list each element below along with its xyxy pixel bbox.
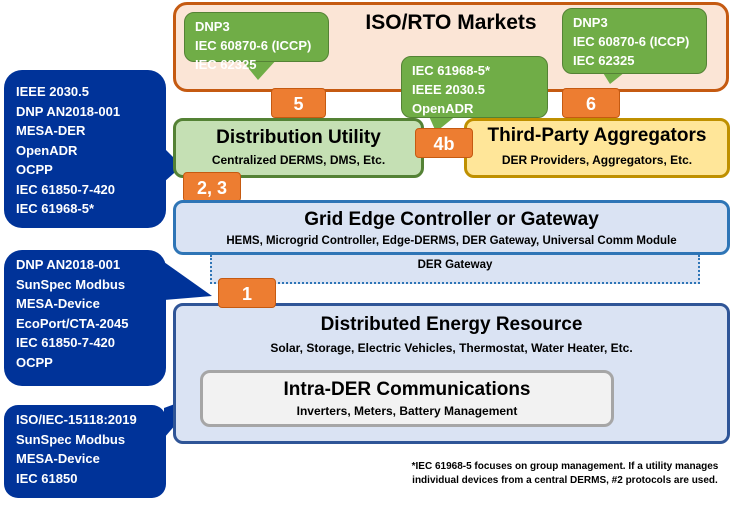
third-party-aggregators-box: Third-Party Aggregators DER Providers, A… — [464, 118, 730, 178]
callout-2-3: IEEE 2030.5 DNP AN2018-001 MESA-DER Open… — [4, 70, 166, 228]
protocol-item: IEC 61968-5* — [412, 63, 491, 78]
protocol-item: SunSpec Modbus — [16, 276, 126, 292]
callout-1: DNP AN2018-001 SunSpec Modbus MESA-Devic… — [4, 250, 166, 386]
badge-4b: 4b — [415, 128, 473, 158]
intra-der-subtitle: Inverters, Meters, Battery Management — [296, 404, 518, 418]
protocol-item: IEC 61850-7-420 — [16, 335, 116, 350]
der-gateway-label: DER Gateway — [417, 259, 493, 271]
third-party-subtitle: DER Providers, Aggregators, Etc. — [501, 153, 693, 167]
protocol-item: MESA-Device — [16, 296, 100, 311]
protocol-item: IEEE 2030.5 — [412, 82, 485, 97]
protocol-item: SunSpec Modbus — [16, 431, 126, 447]
protocol-item: ISO/IEC-15118:2019 — [16, 412, 137, 427]
footnote-line: individual devices from a central DERMS,… — [412, 475, 718, 486]
protocol-item: IEC 62325 — [573, 53, 635, 68]
pointer-5 — [240, 58, 278, 80]
protocol-item: OpenADR — [412, 101, 474, 116]
protocol-item: OpenADR — [16, 142, 78, 158]
pointer-4b — [428, 114, 458, 132]
protocol-item: MESA-DER — [16, 123, 86, 138]
der-subtitle: Solar, Storage, Electric Vehicles, Therm… — [270, 341, 633, 355]
protocol-item: DNP3 — [573, 15, 608, 30]
der-title: Distributed Energy Resource — [320, 314, 583, 335]
badge-2-3: 2, 3 — [183, 172, 241, 202]
protocol-item: IEC 60870-6 (ICCP) — [573, 34, 690, 49]
pointer-1 — [164, 262, 212, 300]
protocol-item: IEC 60870-6 (ICCP) — [195, 38, 312, 53]
footnote: *IEC 61968-5 focuses on group management… — [390, 460, 740, 488]
protocol-item: DNP3 — [195, 19, 230, 34]
protocol-item: IEC 61850 — [16, 470, 78, 486]
callout-4b: IEC 61968-5* IEEE 2030.5 OpenADR — [401, 56, 548, 118]
der-gateway-box: DER Gateway — [210, 255, 700, 284]
protocol-item: EcoPort/CTA-2045 — [16, 315, 129, 331]
protocol-item: IEC 61850-7-420 — [16, 181, 116, 197]
callout-6: DNP3 IEC 60870-6 (ICCP) IEC 62325 — [562, 8, 707, 74]
grid-edge-controller-box: Grid Edge Controller or Gateway HEMS, Mi… — [173, 200, 730, 255]
protocol-item: DNP AN2018-001 — [16, 103, 121, 119]
protocol-item: IEC 61968-5* — [16, 201, 95, 216]
protocol-item: IEC 62325 — [195, 57, 257, 72]
grid-edge-subtitle: HEMS, Microgrid Controller, Edge-DERMS, … — [226, 235, 677, 247]
distribution-utility-box: Distribution Utility Centralized DERMS, … — [173, 118, 424, 178]
intra-der-title: Intra-DER Communications — [283, 379, 531, 400]
protocol-item: MESA-Device — [16, 451, 100, 466]
distribution-utility-subtitle: Centralized DERMS, DMS, Etc. — [211, 153, 386, 167]
protocol-item: OCPP — [16, 162, 53, 177]
iso-rto-title: ISO/RTO Markets — [365, 11, 537, 34]
badge-1: 1 — [218, 278, 276, 308]
intra-der-communications-box: Intra-DER Communications Inverters, Mete… — [200, 370, 614, 427]
badge-6: 6 — [562, 88, 620, 118]
callout-5: DNP3 IEC 60870-6 (ICCP) IEC 62325 — [184, 12, 329, 72]
footnote-line: *IEC 61968-5 focuses on group management… — [411, 461, 719, 472]
badge-5: 5 — [271, 88, 326, 118]
protocol-item: DNP AN2018-001 — [16, 257, 121, 272]
callout-intra-der: ISO/IEC-15118:2019 SunSpec Modbus MESA-D… — [4, 405, 166, 498]
protocol-item: IEEE 2030.5 — [16, 84, 89, 99]
third-party-title: Third-Party Aggregators — [487, 125, 707, 146]
protocol-item: OCPP — [16, 354, 53, 370]
distribution-utility-title: Distribution Utility — [216, 127, 381, 148]
grid-edge-title: Grid Edge Controller or Gateway — [304, 209, 599, 230]
